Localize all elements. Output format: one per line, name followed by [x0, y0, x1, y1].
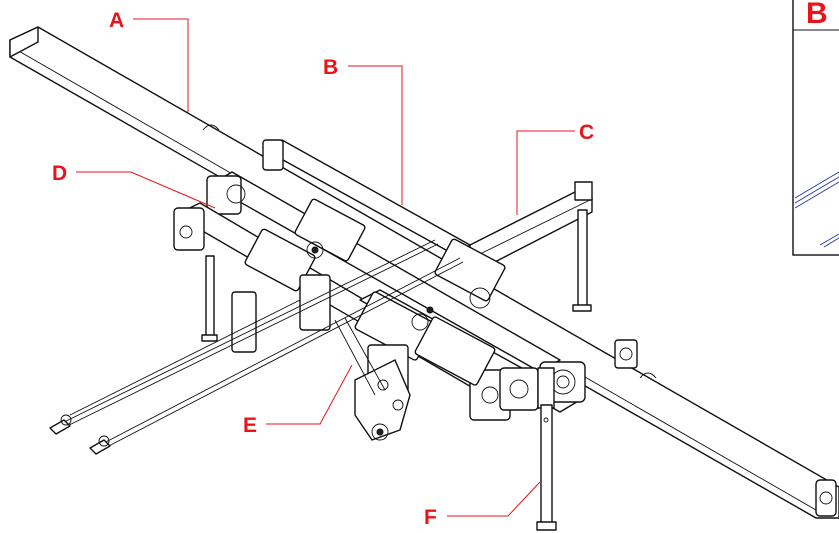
callout-b: B [323, 56, 338, 79]
front-stand [536, 367, 557, 531]
main-toolbar-beam [9, 26, 839, 519]
hydraulic-hoses [49, 239, 464, 455]
inset-panel: B [792, 0, 839, 256]
callout-leaders [76, 18, 575, 517]
callout-c: C [579, 121, 594, 144]
left-stand [201, 255, 218, 342]
callout-e: E [243, 414, 257, 437]
callout-a: A [109, 9, 124, 32]
gang-assemblies [231, 198, 506, 401]
hitch-assembly [334, 317, 411, 441]
callout-d: D [52, 162, 67, 185]
inset-label: B [806, 0, 828, 30]
cross-beam [469, 181, 593, 312]
callout-f: F [424, 506, 437, 529]
